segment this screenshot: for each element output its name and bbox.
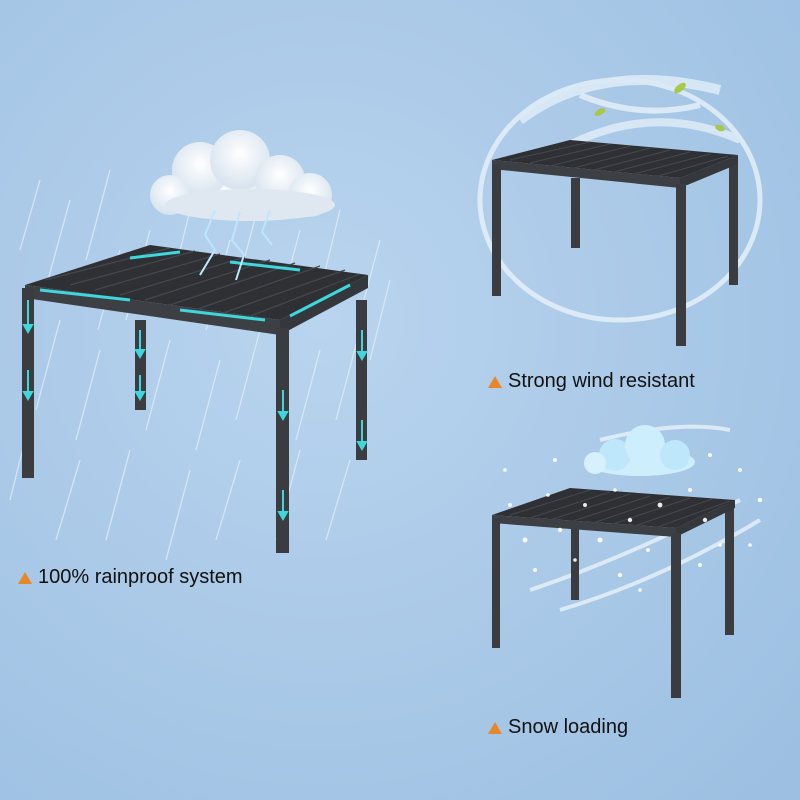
feature-rainproof: 100% rainproof system — [18, 566, 243, 589]
warning-triangle-icon — [488, 721, 502, 734]
warning-triangle-icon — [18, 571, 32, 584]
feature-snow-loading-label: Snow loading — [508, 716, 629, 738]
lightning-bolt — [199, 209, 273, 281]
wind-swirls — [477, 75, 763, 323]
feature-wind-resistant: Strong wind resistant — [488, 370, 695, 393]
snowflakes — [503, 453, 763, 592]
warning-triangle-icon — [488, 375, 502, 388]
feature-rainproof-label: 100% rainproof system — [38, 566, 243, 588]
snow-cloud — [584, 425, 695, 476]
rain-pergola — [22, 245, 368, 553]
feature-snow-loading: Snow loading — [488, 716, 628, 739]
storm-cloud — [150, 130, 335, 221]
feature-wind-resistant-label: Strong wind resistant — [508, 370, 695, 392]
wind-pergola — [492, 140, 738, 346]
